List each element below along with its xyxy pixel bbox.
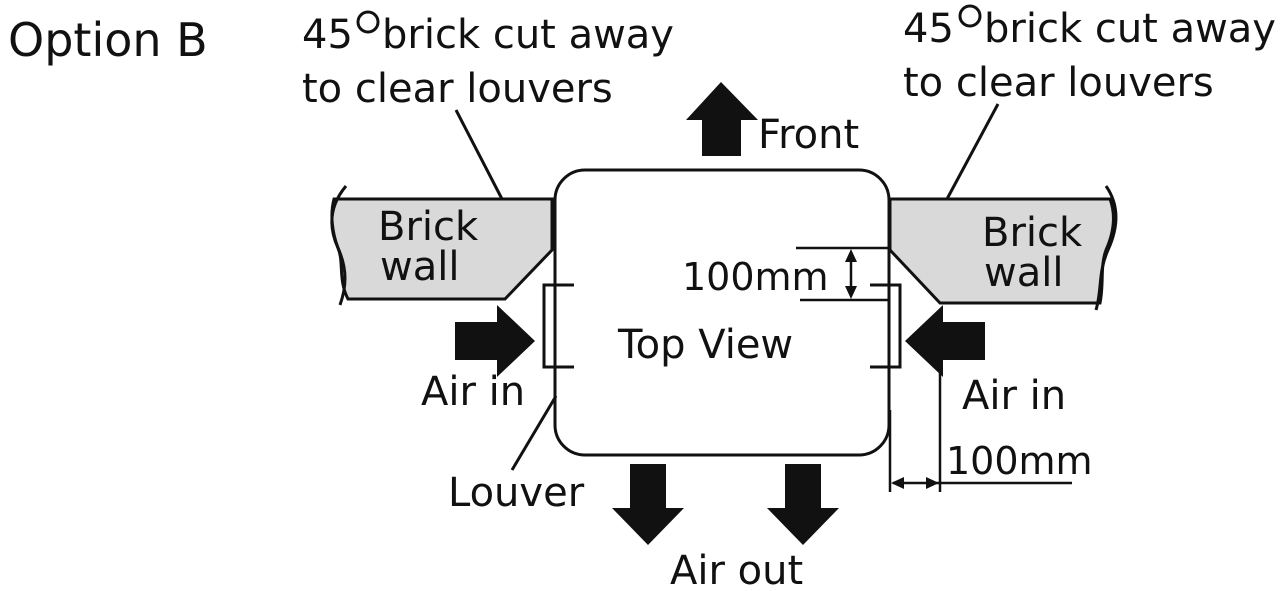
air-out-left-arrow-icon	[612, 464, 684, 545]
brick-wall-left-break-line	[330, 185, 348, 306]
dim-vertical-arrow-down-icon	[845, 286, 857, 299]
callout-left-leader	[454, 109, 504, 200]
callout-right-line1: brick cut away	[984, 6, 1276, 52]
air-in-left-label: Air in	[421, 369, 525, 415]
dim-side-arrow-left-icon	[891, 477, 904, 489]
unit-outline	[553, 168, 891, 457]
air-in-left-arrow-icon	[455, 305, 535, 377]
dim-vertical-arrow-up-icon	[845, 249, 857, 262]
louver-leader	[510, 395, 558, 471]
air-out-right-arrow-icon	[767, 464, 839, 545]
brick-wall-right-label-1: Brick	[982, 210, 1083, 256]
callout-left-angle: 45	[302, 12, 353, 58]
dim-side-label: 100mm	[946, 439, 1093, 483]
brick-wall-right-break-line	[1094, 185, 1118, 311]
callout-right-angle: 45	[903, 6, 954, 52]
front-label: Front	[758, 112, 859, 158]
diagram-title: Option B	[8, 13, 208, 67]
callout-right-line2: to clear louvers	[903, 60, 1214, 106]
dim-vertical-label: 100mm	[682, 255, 829, 299]
degree-symbol-left-icon	[356, 10, 380, 34]
dim-side-arrow-right-icon	[926, 477, 939, 489]
louver-left	[542, 283, 574, 369]
top-view-label: Top View	[617, 322, 793, 368]
louver-right	[870, 283, 902, 369]
callout-left-line2: to clear louvers	[302, 66, 613, 112]
callout-right-leader	[945, 103, 1000, 200]
brick-wall-right	[888, 197, 1115, 305]
brick-wall-left-label-2: wall	[380, 244, 459, 290]
callout-left-line1: brick cut away	[382, 12, 674, 58]
svg-text:45: 45	[302, 12, 353, 58]
air-in-right-label: Air in	[962, 373, 1066, 419]
air-in-right-arrow-icon	[905, 305, 985, 377]
air-out-label: Air out	[670, 548, 803, 591]
svg-text:45: 45	[903, 6, 954, 52]
front-arrow-icon	[686, 82, 758, 156]
brick-wall-right-label-2: wall	[984, 250, 1063, 296]
brick-wall-left-label-1: Brick	[378, 204, 479, 250]
callout-right: 45 brick cut away to clear louvers	[903, 4, 1276, 200]
callout-left: 45 brick cut away to clear louvers	[302, 10, 674, 200]
degree-symbol-right-icon	[958, 4, 982, 28]
louver-label: Louver	[448, 470, 585, 516]
